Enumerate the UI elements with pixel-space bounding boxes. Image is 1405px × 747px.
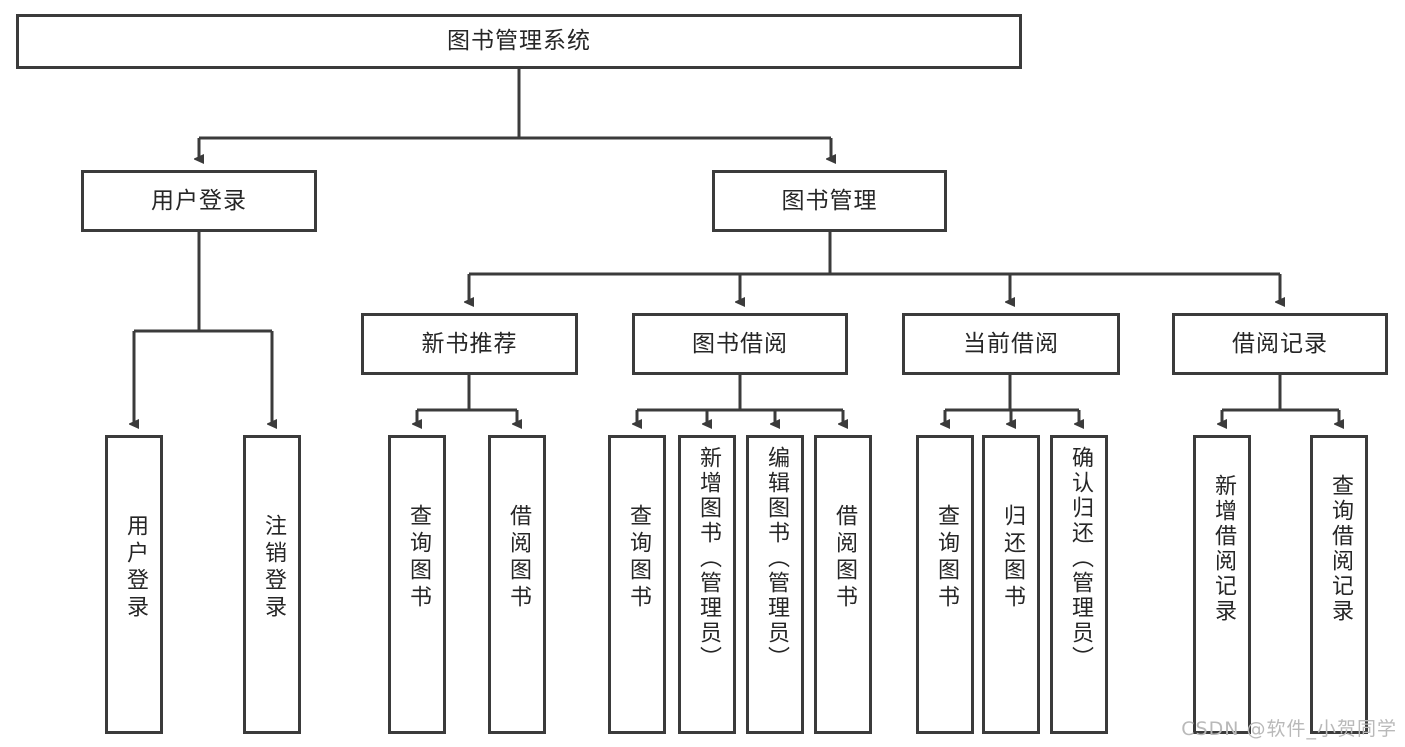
node-leaf-logout[interactable]: 注销登录 [243,435,301,734]
node-leaf-query-book-3[interactable]: 查询图书 [916,435,974,734]
node-root-label: 图书管理系统 [447,28,591,55]
node-leaf-add-book[interactable]: 新增图书（管理员） [678,435,736,734]
node-borrow-record[interactable]: 借阅记录 [1172,313,1388,375]
node-leaf-return-book-label: 归还图书 [1000,504,1025,612]
node-new-book-rec[interactable]: 新书推荐 [361,313,578,375]
node-leaf-borrow-book-1-label: 借阅图书 [506,504,531,612]
node-book-manage-label: 图书管理 [781,187,878,214]
node-leaf-query-record-label: 查询借阅记录 [1328,474,1353,624]
node-leaf-query-record[interactable]: 查询借阅记录 [1310,435,1368,734]
node-leaf-user-login[interactable]: 用户登录 [105,435,163,734]
node-leaf-borrow-book-2-label: 借阅图书 [832,504,857,612]
node-leaf-confirm-return[interactable]: 确认归还（管理员） [1050,435,1108,734]
node-leaf-query-book-3-label: 查询图书 [934,504,959,612]
node-borrow-record-label: 借阅记录 [1232,330,1328,357]
node-book-borrow-label: 图书借阅 [692,330,788,357]
node-leaf-query-book-1[interactable]: 查询图书 [388,435,446,734]
node-new-book-rec-label: 新书推荐 [421,330,518,357]
node-user-login[interactable]: 用户登录 [81,170,317,232]
node-book-manage[interactable]: 图书管理 [712,170,947,232]
node-leaf-borrow-book-1[interactable]: 借阅图书 [488,435,546,734]
node-leaf-add-record[interactable]: 新增借阅记录 [1193,435,1251,734]
node-user-login-label: 用户登录 [151,187,247,214]
node-root[interactable]: 图书管理系统 [16,14,1022,69]
node-leaf-query-book-1-label: 查询图书 [406,504,431,612]
node-leaf-confirm-return-label: 确认归还（管理员） [1068,446,1093,671]
node-leaf-return-book[interactable]: 归还图书 [982,435,1040,734]
node-leaf-borrow-book-2[interactable]: 借阅图书 [814,435,872,734]
node-book-borrow[interactable]: 图书借阅 [632,313,848,375]
node-leaf-logout-label: 注销登录 [261,514,286,622]
node-leaf-query-book-2[interactable]: 查询图书 [608,435,666,734]
watermark-text: CSDN @软件_小贺同学 [1181,718,1397,740]
node-current-borrow-label: 当前借阅 [963,330,1059,357]
node-leaf-edit-book-label: 编辑图书（管理员） [764,446,789,671]
node-leaf-query-book-2-label: 查询图书 [626,504,651,612]
node-leaf-add-record-label: 新增借阅记录 [1211,474,1236,624]
node-leaf-user-login-label: 用户登录 [123,514,148,622]
node-current-borrow[interactable]: 当前借阅 [902,313,1120,375]
node-leaf-add-book-label: 新增图书（管理员） [696,446,721,671]
node-leaf-edit-book[interactable]: 编辑图书（管理员） [746,435,804,734]
